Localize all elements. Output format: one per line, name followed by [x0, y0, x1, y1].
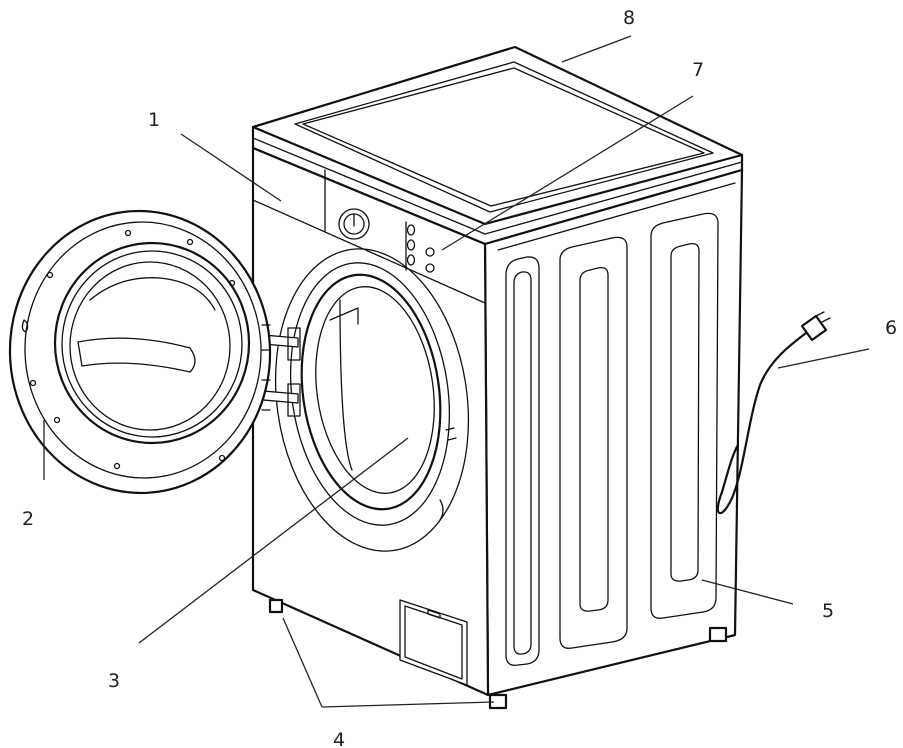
door	[8, 209, 272, 495]
side-panel	[483, 168, 744, 697]
adjustable-feet	[268, 598, 728, 710]
label-1: 1	[148, 109, 160, 131]
label-8: 8	[623, 7, 635, 29]
label-7: 7	[692, 59, 704, 81]
label-2: 2	[22, 508, 34, 530]
label-5: 5	[822, 600, 834, 622]
door-opening	[274, 248, 470, 552]
leader-lines	[43, 35, 870, 708]
service-hatch	[399, 599, 468, 686]
label-4: 4	[333, 729, 345, 748]
callout-labels: 1 2 3 4 5 6 7 8	[22, 7, 897, 748]
label-6: 6	[885, 317, 897, 339]
control-panel	[338, 208, 435, 273]
label-3: 3	[108, 670, 120, 692]
power-cord	[716, 311, 831, 515]
